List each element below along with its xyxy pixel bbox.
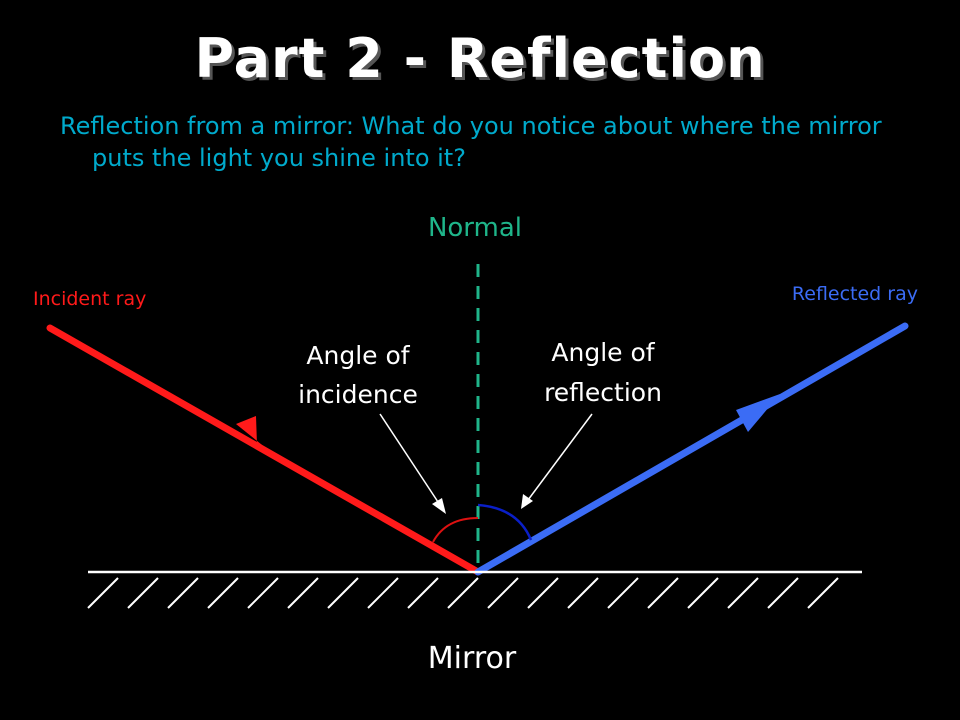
mirror-hatch-mark [167,577,199,609]
mirror-hatch-mark [487,577,519,609]
incidence-pointer-arrowhead [432,498,446,514]
incident-arrowhead [236,416,282,461]
mirror-hatch-mark [567,577,599,609]
incident-ray [46,324,482,576]
slide-subtitle: Reflection from a mirror: What do you no… [60,112,882,172]
angle-of-incidence-label-line1: Angle of [306,341,410,370]
angle-of-reflection-label-line1: Angle of [551,338,655,367]
mirror-hatch-mark [287,577,319,609]
mirror-hatch-mark [127,577,159,609]
reflected-ray-label: Reflected ray [792,283,918,305]
mirror-hatch-mark [767,577,799,609]
mirror-hatch-mark [687,577,719,609]
reflected-arrowhead [736,394,780,432]
mirror-hatch-mark [247,577,279,609]
mirror-hatch-mark [207,577,239,609]
incidence-pointer-line [379,413,441,506]
mirror-hatch-mark [87,577,119,609]
incidence-angle-arc [432,517,479,543]
mirror-hatch-mark [527,577,559,609]
angle-of-reflection-label-line2: reflection [544,378,662,407]
reflected-ray [474,322,909,576]
mirror-label: Mirror [428,641,517,676]
reflection-pointer-line [527,413,593,501]
mirror-hatch-mark [807,577,839,609]
slide-title: Part 2 - Reflection [194,27,766,90]
angle-of-incidence-label-line2: incidence [298,380,418,409]
mirror-hatch-mark [607,577,639,609]
mirror-hatch-mark [407,577,439,609]
normal-label: Normal [428,213,522,243]
incident-ray-label: Incident ray [33,288,146,310]
mirror-hatch-mark [647,577,679,609]
mirror-hatching [87,577,839,609]
mirror-hatch-mark [367,577,399,609]
reflection-angle-arc [477,503,533,541]
reflection-pointer-arrowhead [521,494,533,509]
mirror-hatch-mark [727,577,759,609]
mirror-hatch-mark [327,577,359,609]
mirror-hatch-mark [447,577,479,609]
